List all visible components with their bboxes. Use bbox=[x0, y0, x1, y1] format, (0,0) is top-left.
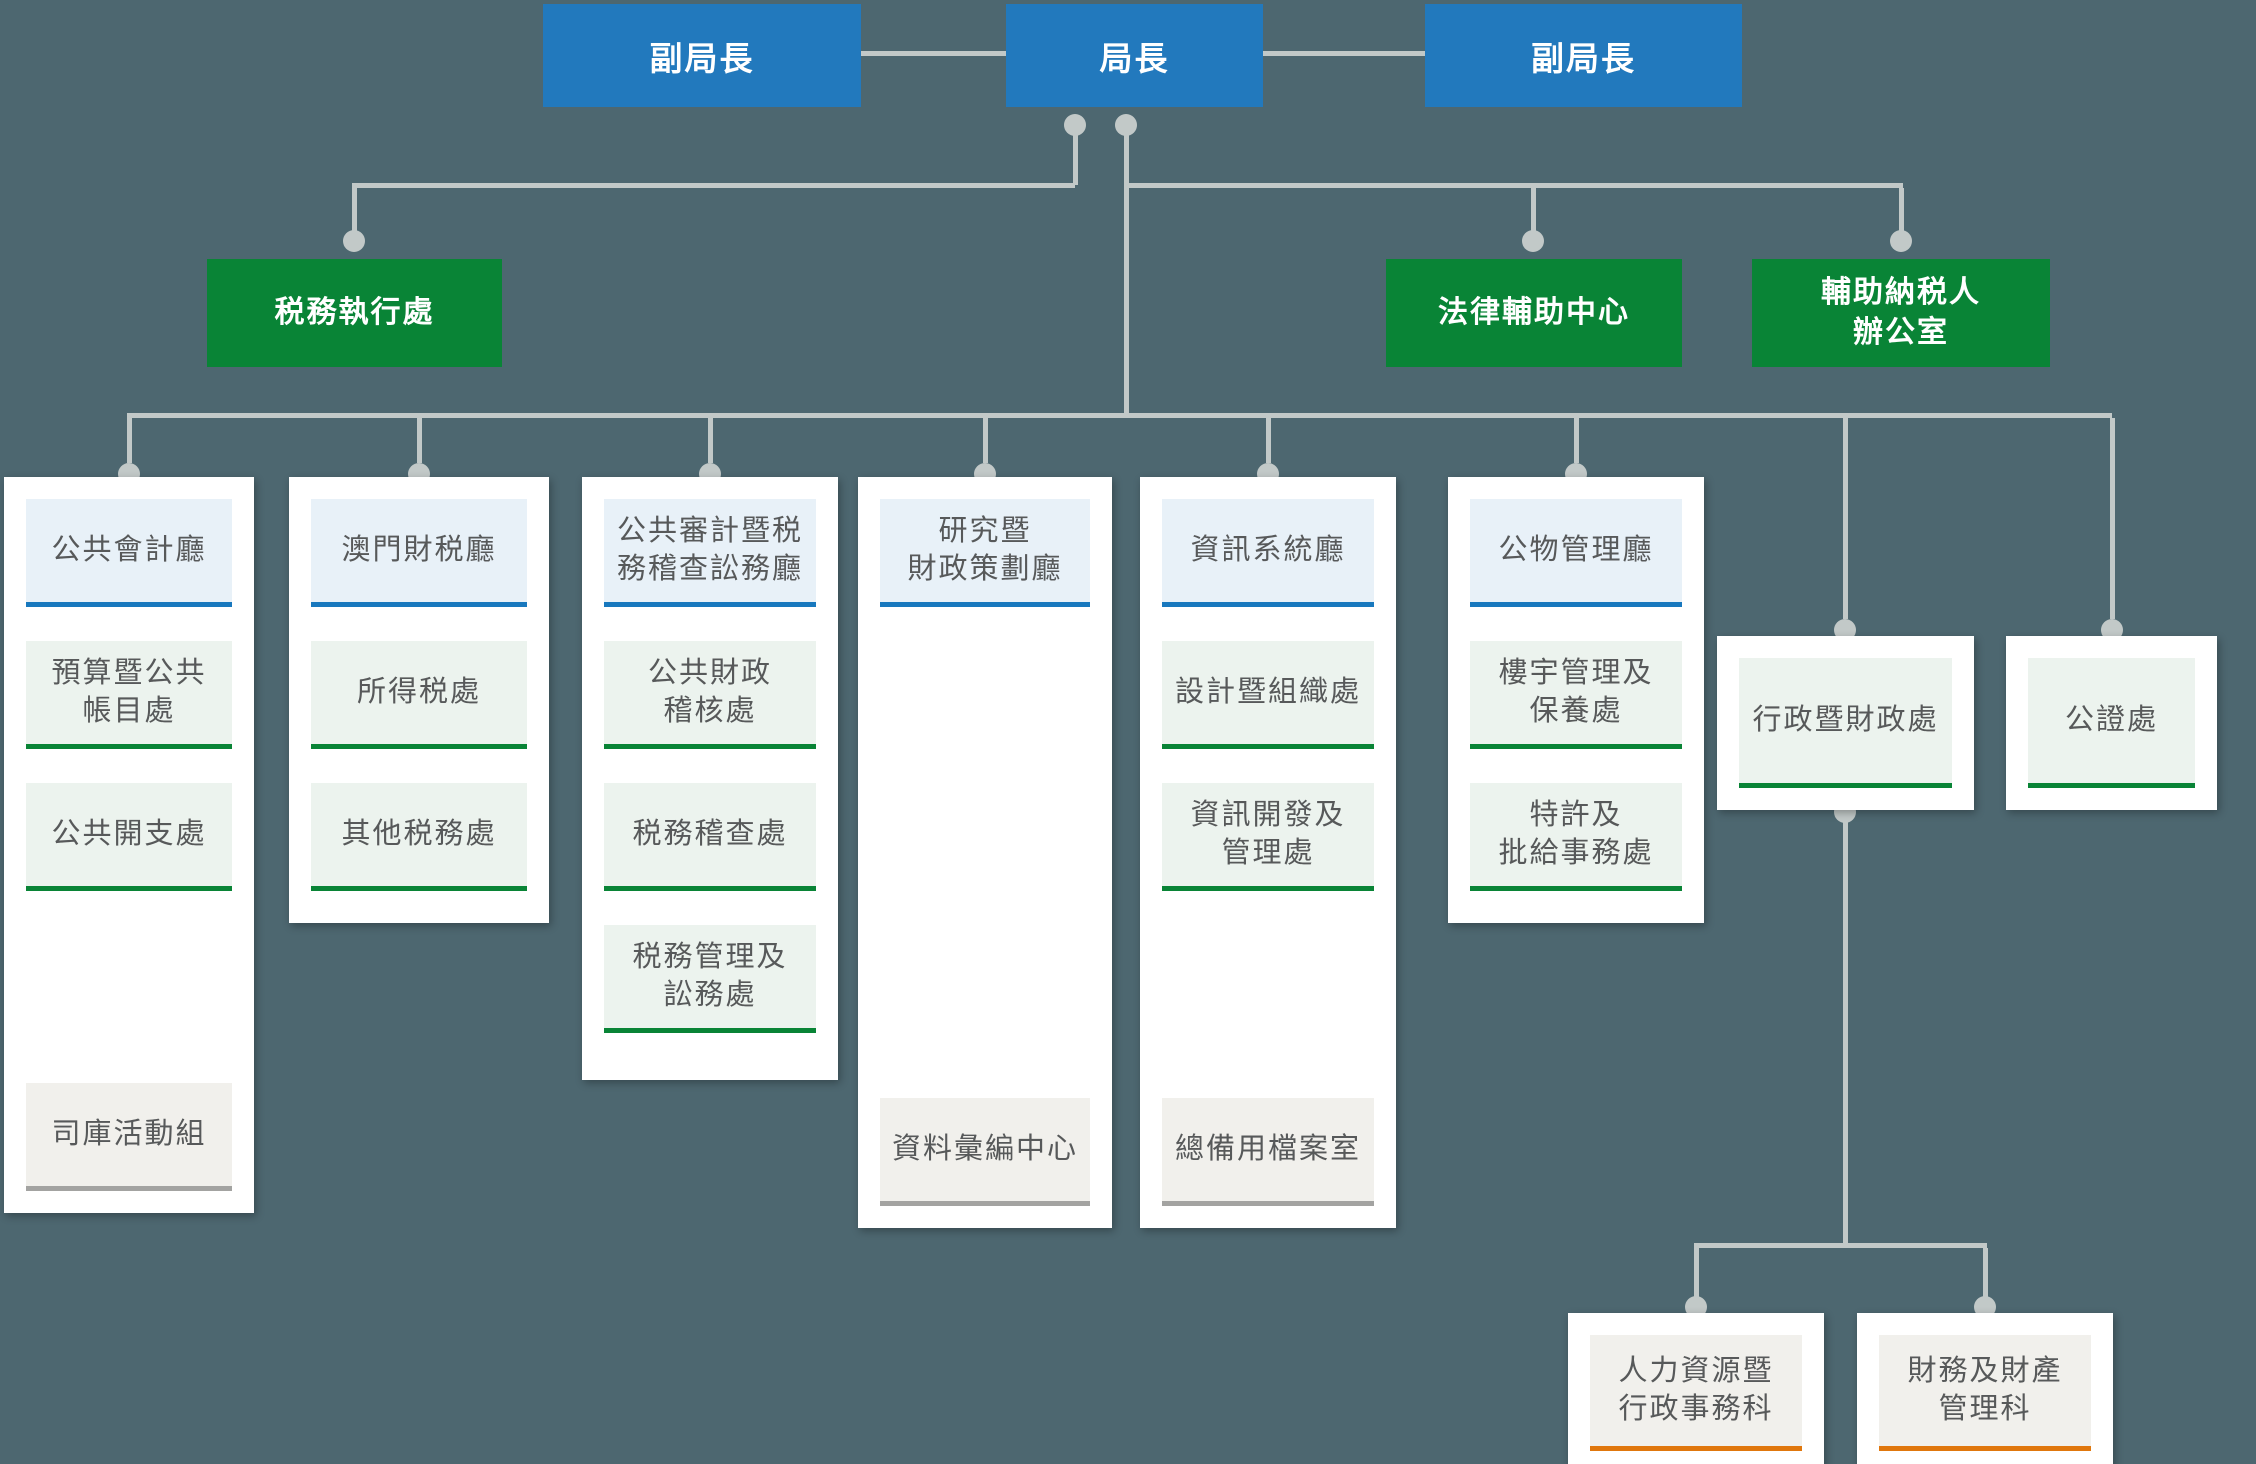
connector-line bbox=[127, 418, 132, 463]
connector-line bbox=[1694, 1248, 1699, 1298]
department-column-5: 資訊系統廳 設計暨組織處 資訊開發及 管理處 總備用檔案室 bbox=[1140, 477, 1396, 1228]
department-column-2: 澳門財税廳 所得税處 其他税務處 bbox=[289, 477, 549, 923]
spacer bbox=[880, 641, 1090, 1098]
spacer bbox=[1162, 925, 1374, 1098]
connector-dot bbox=[1834, 619, 1856, 641]
connector-line bbox=[1073, 135, 1078, 185]
unit-it-development-management-division[interactable]: 資訊開發及 管理處 bbox=[1162, 783, 1374, 891]
unit-general-archives-office[interactable]: 總備用檔案室 bbox=[1162, 1098, 1374, 1206]
unit-public-finance-audit-division[interactable]: 公共財政 稽核處 bbox=[604, 641, 816, 749]
unit-public-accounting-dept[interactable]: 公共會計廳 bbox=[26, 499, 232, 607]
unit-treasury-activities-group[interactable]: 司庫活動組 bbox=[26, 1083, 232, 1191]
connector-line bbox=[1983, 1248, 1988, 1298]
connector-line bbox=[417, 418, 422, 463]
unit-taxpayer-support-office[interactable]: 輔助納税人 辦公室 bbox=[1752, 259, 2050, 367]
unit-concession-grants-division[interactable]: 特許及 批給事務處 bbox=[1470, 783, 1682, 891]
connector-line bbox=[1574, 418, 1579, 463]
unit-macau-finance-tax-dept[interactable]: 澳門財税廳 bbox=[311, 499, 527, 607]
connector-line bbox=[352, 188, 357, 232]
unit-legal-aid-center[interactable]: 法律輔助中心 bbox=[1386, 259, 1682, 367]
connector-dot bbox=[1685, 1296, 1707, 1318]
department-column-4: 研究暨 財政策劃廳 資料彙編中心 bbox=[858, 477, 1112, 1228]
unit-tax-enforcement-division[interactable]: 税務執行處 bbox=[207, 259, 502, 367]
connector-dot bbox=[1115, 114, 1137, 136]
card-admin-finance: 行政暨財政處 bbox=[1717, 636, 1974, 810]
department-column-1: 公共會計廳 預算暨公共 帳目處 公共開支處 司庫活動組 bbox=[4, 477, 254, 1213]
connector-line bbox=[1266, 418, 1271, 463]
unit-notary-office[interactable]: 公證處 bbox=[2028, 658, 2195, 788]
connector-dot bbox=[1064, 114, 1086, 136]
unit-data-compilation-center[interactable]: 資料彙編中心 bbox=[880, 1098, 1090, 1206]
unit-tax-investigation-division[interactable]: 税務稽查處 bbox=[604, 783, 816, 891]
unit-finance-property-management-section[interactable]: 財務及財產 管理科 bbox=[1879, 1335, 2091, 1451]
unit-design-organization-division[interactable]: 設計暨組織處 bbox=[1162, 641, 1374, 749]
connector-line bbox=[1531, 188, 1536, 232]
connector-line bbox=[1124, 135, 1129, 413]
unit-research-fiscal-planning-dept[interactable]: 研究暨 財政策劃廳 bbox=[880, 499, 1090, 607]
connector-line bbox=[2110, 418, 2115, 619]
department-column-3: 公共審計暨税 務稽查訟務廳 公共財政 稽核處 税務稽查處 税務管理及 訟務處 bbox=[582, 477, 838, 1080]
unit-tax-admin-litigation-division[interactable]: 税務管理及 訟務處 bbox=[604, 925, 816, 1033]
unit-admin-finance-division[interactable]: 行政暨財政處 bbox=[1739, 658, 1952, 788]
connector-line bbox=[1263, 51, 1425, 56]
card-notary: 公證處 bbox=[2006, 636, 2217, 810]
connector-line bbox=[983, 418, 988, 463]
card-hr-admin-affairs: 人力資源暨 行政事務科 bbox=[1568, 1313, 1824, 1464]
connector-dot bbox=[1890, 230, 1912, 252]
unit-it-systems-dept[interactable]: 資訊系統廳 bbox=[1162, 499, 1374, 607]
connector-line bbox=[1899, 188, 1904, 232]
department-column-6: 公物管理廳 樓宇管理及 保養處 特許及 批給事務處 bbox=[1448, 477, 1704, 923]
connector-line bbox=[1843, 418, 1848, 619]
deputy-director-right[interactable]: 副局長 bbox=[1425, 4, 1742, 107]
connector-line bbox=[1694, 1243, 1987, 1248]
unit-public-expenditure-division[interactable]: 公共開支處 bbox=[26, 783, 232, 891]
spacer bbox=[26, 925, 232, 1083]
connector-line bbox=[352, 183, 1075, 188]
connector-line bbox=[861, 51, 1006, 56]
unit-income-tax-division[interactable]: 所得税處 bbox=[311, 641, 527, 749]
connector-dot bbox=[2101, 619, 2123, 641]
unit-public-property-dept[interactable]: 公物管理廳 bbox=[1470, 499, 1682, 607]
card-finance-property-management: 財務及財產 管理科 bbox=[1857, 1313, 2113, 1464]
connector-dot bbox=[1974, 1296, 1996, 1318]
connector-line bbox=[708, 418, 713, 463]
unit-budget-public-accounts-division[interactable]: 預算暨公共 帳目處 bbox=[26, 641, 232, 749]
connector-dot bbox=[343, 230, 365, 252]
connector-line bbox=[1843, 818, 1848, 1243]
deputy-director-left[interactable]: 副局長 bbox=[543, 4, 861, 107]
unit-other-taxes-division[interactable]: 其他税務處 bbox=[311, 783, 527, 891]
unit-building-management-maintenance-division[interactable]: 樓宇管理及 保養處 bbox=[1470, 641, 1682, 749]
connector-dot bbox=[1522, 230, 1544, 252]
unit-hr-admin-affairs-section[interactable]: 人力資源暨 行政事務科 bbox=[1590, 1335, 1802, 1451]
connector-line bbox=[1124, 183, 1903, 188]
connector-line bbox=[127, 413, 2112, 418]
unit-public-audit-tax-investigation-dept[interactable]: 公共審計暨税 務稽查訟務廳 bbox=[604, 499, 816, 607]
director[interactable]: 局長 bbox=[1006, 4, 1263, 107]
